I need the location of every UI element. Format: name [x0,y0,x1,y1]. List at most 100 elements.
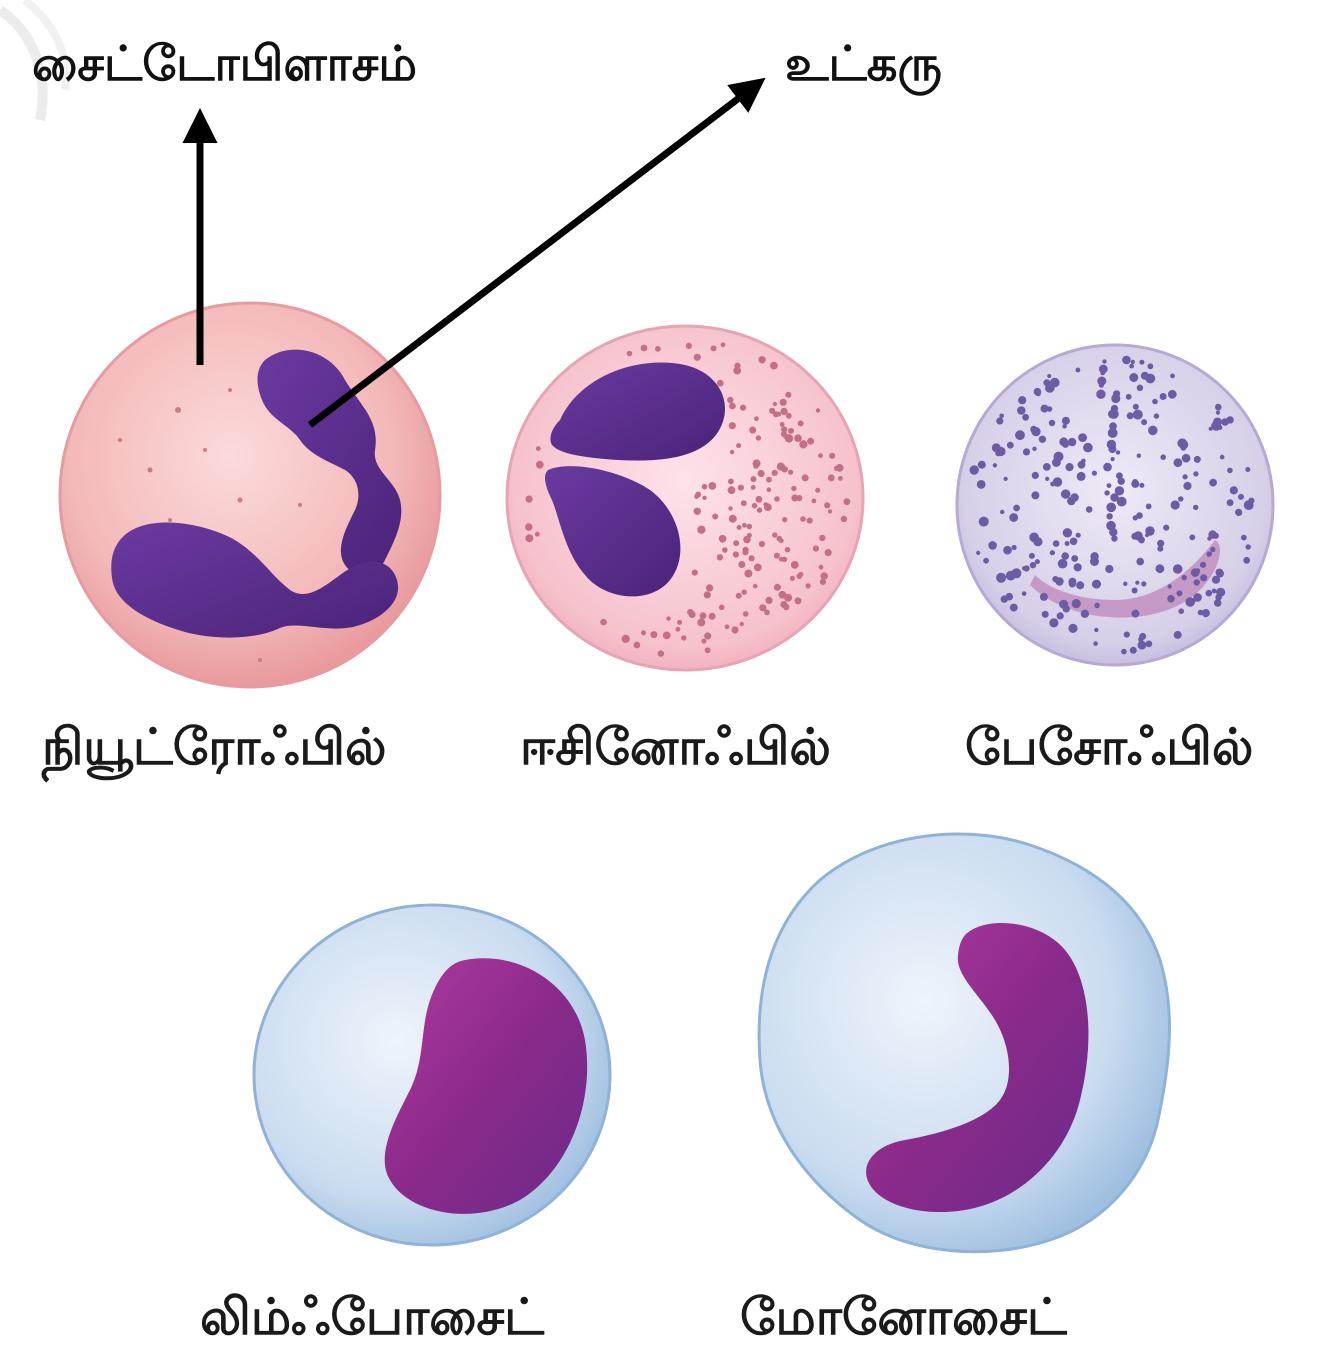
granule [1206,590,1213,597]
granule [536,461,544,469]
granule [749,427,756,434]
granule [704,632,711,639]
granule [788,470,793,475]
granule [1045,477,1049,481]
granule [1146,504,1152,510]
granule [1227,468,1233,474]
granule [734,363,740,369]
granule [774,553,780,559]
granule [1057,612,1064,619]
granule [622,635,630,643]
granule [782,517,787,522]
granule [1032,447,1036,451]
granule [1052,576,1058,582]
granule [705,647,711,653]
granule [781,408,788,415]
granule [1030,535,1037,542]
granule [1039,436,1046,443]
granule [1115,486,1124,495]
granule [1031,427,1040,436]
granule [743,611,749,617]
granule [1182,454,1191,463]
granule [751,476,757,482]
granule [1032,472,1039,479]
granule [1148,363,1154,369]
granule [1182,575,1187,580]
granule [774,496,780,502]
granule [1049,618,1058,627]
granule [791,486,796,491]
granule [706,584,713,591]
granule [1168,390,1177,399]
granule [1210,547,1215,552]
granule [1104,490,1109,495]
granule [708,482,716,490]
granule [702,484,708,490]
granule [1207,536,1211,540]
granule [844,498,851,505]
monocyte-label: மோனோசைட் [740,1292,1067,1342]
granule [800,516,806,522]
granule [1235,509,1242,516]
granule [627,351,633,357]
granule [1157,540,1164,547]
granule [1127,412,1134,419]
granule [1178,608,1184,614]
granule [1063,528,1072,537]
granule [818,453,823,458]
granule [1003,546,1012,555]
lymphocyte-label: லிம்ஃபோசைட் [200,1292,544,1342]
granule [1170,374,1175,379]
granule [738,561,745,568]
granule [785,392,791,398]
granule [1094,603,1100,609]
granule [1013,505,1020,512]
granule [807,518,813,524]
granule [758,356,765,363]
granule [1065,541,1070,546]
granule [779,557,784,562]
granule [650,631,657,638]
granule [1122,356,1131,365]
granule [1167,595,1175,603]
granule [769,408,775,414]
granule [1107,483,1112,488]
granule [1059,600,1068,609]
granule [1074,563,1082,571]
granule [1000,510,1004,514]
granule [1193,471,1198,476]
granule [1135,581,1139,585]
granule [1227,499,1234,506]
granule [1218,425,1223,430]
granule [1206,551,1212,557]
granule [600,619,607,626]
granule [697,618,705,626]
granule [1111,457,1115,461]
granule [1148,426,1158,436]
granule [1194,456,1201,463]
granule [1133,404,1139,410]
granule [1136,558,1144,566]
granule [702,496,706,500]
granule [977,480,986,489]
granule [1139,360,1144,365]
granule [807,438,814,445]
granule [781,426,787,432]
granule [1106,513,1112,519]
granule [749,555,755,561]
granule [820,579,826,585]
granule [701,639,706,644]
granule [1130,647,1137,654]
granule [834,466,839,471]
granule [1034,388,1042,396]
granule [536,446,541,451]
granule [1010,604,1018,612]
granule [1129,373,1138,382]
granule [798,420,804,426]
granule [1094,628,1098,632]
granule [666,616,670,620]
granule [1041,405,1049,413]
granule [742,549,748,555]
granule [1118,478,1125,485]
granule [1109,422,1117,430]
